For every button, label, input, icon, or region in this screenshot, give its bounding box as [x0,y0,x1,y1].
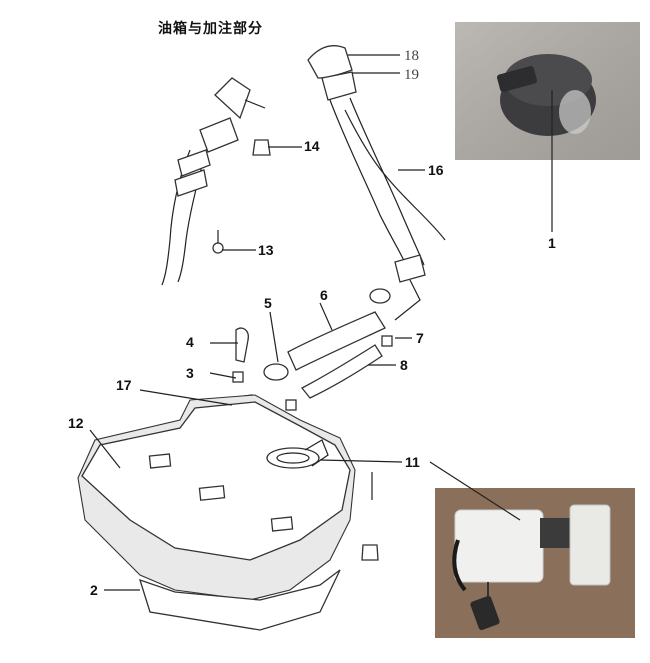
fuel-pump-photo [435,488,635,638]
callout-16: 16 [428,162,444,178]
callout-14: 14 [304,138,320,154]
callout-labels: 1 2 3 4 5 6 7 8 11 12 13 14 16 17 18 19 [68,48,556,598]
callout-8: 8 [400,357,408,373]
callout-18: 18 [404,48,419,64]
fuel-tank [77,394,356,631]
callout-2: 2 [90,582,98,598]
leader-lines [89,54,553,591]
callout-6: 6 [320,287,328,303]
filler-neck-pipe [307,45,446,321]
callout-3: 3 [186,365,194,381]
callout-12: 12 [68,415,84,431]
callout-11: 11 [405,454,420,470]
diagram-title: 油箱与加注部分 [158,21,263,37]
fuel-cap-photo [455,22,640,160]
breather-hose-assembly [161,77,266,286]
callout-1: 1 [548,235,556,251]
callout-7: 7 [416,330,424,346]
callout-5: 5 [264,295,272,311]
callout-4: 4 [186,334,194,350]
callout-19: 19 [404,67,419,83]
callout-17: 17 [116,377,132,393]
connecting-hoses [235,288,391,399]
callout-13: 13 [258,242,274,258]
